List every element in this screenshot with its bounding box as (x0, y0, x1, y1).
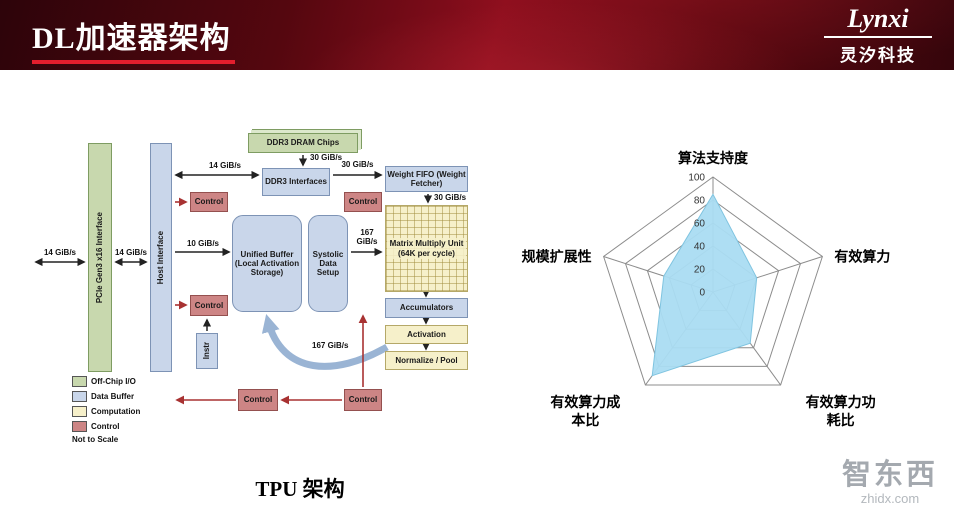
brand-name: Lynxi (847, 4, 909, 33)
pcie-interface-box: PCIe Gen3 x16 Interface (88, 143, 112, 372)
host-interface-box: Host Interface (150, 143, 172, 372)
weight-fifo-box: Weight FIFO (Weight Fetcher) (385, 166, 468, 192)
radar-data-polygon (651, 193, 758, 377)
normalize-pool-box: Normalize / Pool (385, 351, 468, 370)
legend-swatch-offchip (72, 376, 87, 387)
radar-axis-label: 耗比 (827, 412, 855, 429)
radar-axis-label: 有效算力功 (806, 394, 876, 411)
watermark-brand: 智东西 (841, 459, 938, 491)
brand-divider (824, 35, 932, 38)
radar-tick-label: 60 (694, 219, 706, 230)
legend-item: Computation (72, 406, 162, 417)
bandwidth-label: 14 GiB/s (43, 248, 76, 257)
control-box: Control (190, 295, 228, 316)
radar-axis-label: 有效算力 (834, 249, 890, 266)
bandwidth-label: 30 GiB/s (341, 160, 374, 169)
watermark-domain: zhidx.com (860, 491, 920, 506)
brand-company: 灵汐科技 (840, 45, 916, 65)
bandwidth-label: 167 GiB/s (356, 228, 378, 246)
radar-tick-label: 80 (694, 196, 706, 207)
legend-swatch-control (72, 421, 87, 432)
ddr3-interfaces-box: DDR3 Interfaces (262, 168, 330, 196)
radar-tick-label: 40 (694, 242, 706, 253)
unified-buffer-box: Unified Buffer (Local Activation Storage… (232, 215, 302, 312)
legend-item: Control (72, 421, 162, 432)
legend-item: Off-Chip I/O (72, 376, 162, 387)
page-title: DL加速器架构 (32, 13, 235, 64)
bandwidth-label: 14 GiB/s (208, 161, 241, 170)
bandwidth-label: 30 GiB/s (310, 153, 343, 162)
not-to-scale-note: Not to Scale (72, 435, 119, 444)
ddr3-dram-chips-box: DDR3 DRAM Chips (248, 133, 358, 153)
radar-tick-label: 100 (688, 173, 705, 184)
legend-item: Data Buffer (72, 391, 162, 402)
watermark: 智东西 zhidx.com (842, 451, 938, 506)
radar-grid-ring (624, 199, 802, 367)
bandwidth-label: 10 GiB/s (186, 239, 219, 248)
activation-box: Activation (385, 325, 468, 344)
control-box: Control (344, 389, 382, 411)
control-box: Control (344, 192, 382, 212)
systolic-data-setup-box: Systolic Data Setup (308, 215, 348, 312)
activation-return-arrow (261, 313, 389, 370)
legend-swatch-databuffer (72, 391, 87, 402)
radar-tick-label: 20 (694, 265, 706, 276)
radar-grid-ring (603, 176, 823, 386)
tpu-architecture-diagram: PCIe Gen3 x16 Interface Host Interface D… (30, 125, 500, 470)
radar-axis-label: 算法支持度 (678, 150, 749, 167)
radar-axis-label: 有效算力成 (550, 394, 620, 411)
matrix-multiply-unit-box: Matrix Multiply Unit (64K per cycle) (385, 205, 468, 292)
control-box: Control (190, 192, 228, 212)
diagram-caption: TPU 架构 (255, 477, 345, 501)
radar-tick-label: 0 (699, 288, 705, 299)
bandwidth-label: 167 GiB/s (312, 341, 349, 350)
legend-swatch-computation (72, 406, 87, 417)
bandwidth-label: 14 GiB/s (114, 248, 147, 257)
control-box: Control (238, 389, 278, 411)
radar-axis-label: 规模扩展性 (522, 249, 592, 266)
bandwidth-label: 30 GiB/s (434, 193, 467, 202)
accumulators-box: Accumulators (385, 298, 468, 318)
brand-logo: Lynxi 灵汐科技 (822, 4, 934, 66)
diagram-legend: Off-Chip I/O Data Buffer Computation Con… (72, 376, 162, 436)
header-banner: DL加速器架构 Lynxi 灵汐科技 (0, 0, 954, 70)
diagram-arrows (34, 155, 433, 405)
radar-axis-label: 本比 (571, 412, 599, 429)
instr-box: Instr (196, 333, 218, 369)
